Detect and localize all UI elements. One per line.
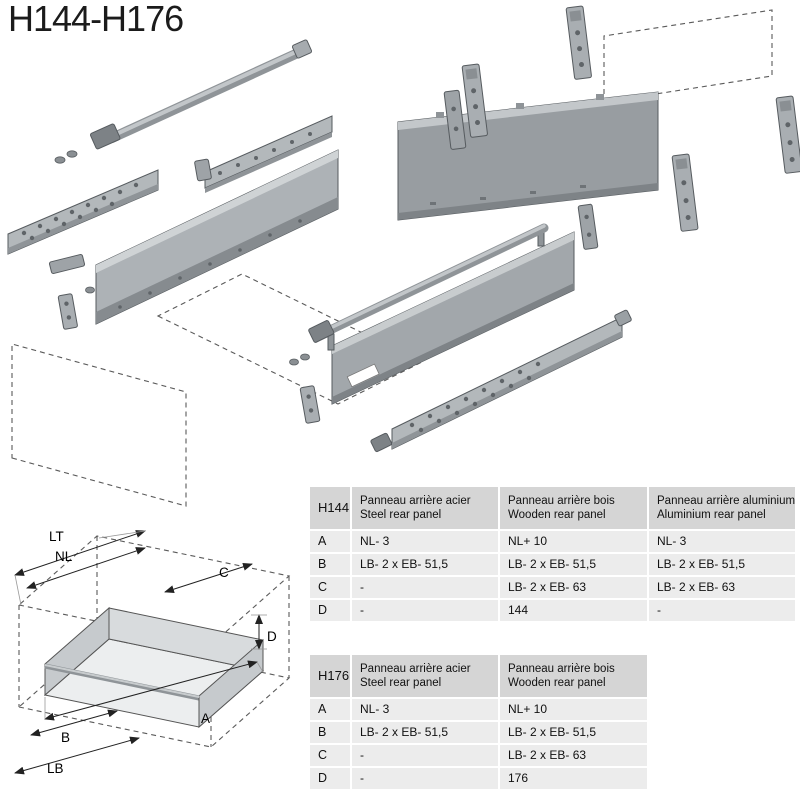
h176-cell-a-wood: NL+ 10 <box>500 699 647 720</box>
h144-col-aluminium-fr: Panneau arrière aluminium <box>657 494 795 507</box>
h144-row-d-label: D <box>310 600 350 621</box>
h144-cell-b-wood: LB- 2 x EB- 51,5 <box>500 554 647 575</box>
gallery-rail-centre <box>308 223 549 351</box>
drawer-box <box>43 606 265 729</box>
rear-panel-bracket <box>443 89 467 150</box>
rear-panel-bracket <box>775 95 800 174</box>
page-title: H144-H176 <box>8 0 184 39</box>
dim-label-c: C <box>219 565 229 580</box>
h144-cell-c-aluminium: LB- 2 x EB- 63 <box>649 577 795 598</box>
steel-rear-panel <box>397 91 659 221</box>
table-h176: H176 Panneau arrière acier Steel rear pa… <box>310 655 647 789</box>
h144-cell-d-wood: 144 <box>500 600 647 621</box>
h144-cell-c-steel: - <box>352 577 498 598</box>
h176-col-steel-en: Steel rear panel <box>360 677 442 689</box>
h144-cell-b-steel: LB- 2 x EB- 51,5 <box>352 554 498 575</box>
drawer-side-panel-left <box>95 149 339 325</box>
h144-row-c-label: C <box>310 577 350 598</box>
dim-label-d: D <box>267 629 277 644</box>
h144-cell-a-wood: NL+ 10 <box>500 531 647 552</box>
h176-col-wood: Panneau arrière bois Wooden rear panel <box>500 655 647 697</box>
rear-panel-bracket <box>461 63 488 138</box>
h176-cell-d-wood: 176 <box>500 768 647 789</box>
cabinet-rail-left <box>7 169 159 275</box>
rear-panel-bracket <box>671 153 699 232</box>
h176-cell-b-wood: LB- 2 x EB- 51,5 <box>500 722 647 743</box>
h144-cell-c-wood: LB- 2 x EB- 63 <box>500 577 647 598</box>
table-h144-title: H144 <box>310 487 350 529</box>
h176-col-steel: Panneau arrière acier Steel rear panel <box>352 655 498 697</box>
h176-col-wood-en: Wooden rear panel <box>508 677 606 689</box>
dimension-lines <box>14 530 267 775</box>
h144-col-wood-fr: Panneau arrière bois <box>508 494 615 507</box>
h176-cell-b-steel: LB- 2 x EB- 51,5 <box>352 722 498 743</box>
cabinet-rail-top <box>194 115 333 193</box>
rear-panel-bracket <box>577 203 599 250</box>
dim-label-a: A <box>201 711 210 726</box>
h144-row-b-label: B <box>310 554 350 575</box>
h144-cell-a-aluminium: NL- 3 <box>649 531 795 552</box>
h144-col-aluminium: Panneau arrière aluminium Aluminium rear… <box>649 487 795 529</box>
exploded-view-diagram <box>7 5 800 507</box>
h176-row-b-label: B <box>310 722 350 743</box>
wood-bottom-panel-outline <box>156 273 424 405</box>
screws-icon <box>289 353 310 366</box>
h176-cell-c-wood: LB- 2 x EB- 63 <box>500 745 647 766</box>
h176-cell-a-steel: NL- 3 <box>352 699 498 720</box>
h144-row-a-label: A <box>310 531 350 552</box>
h144-col-steel: Panneau arrière acier Steel rear panel <box>352 487 498 529</box>
h144-col-wood-en: Wooden rear panel <box>508 509 606 521</box>
front-bracket-right <box>299 385 321 424</box>
h144-cell-a-steel: NL- 3 <box>352 531 498 552</box>
wood-front-panel-outline <box>11 343 187 507</box>
screws-icon <box>54 150 78 164</box>
h144-col-aluminium-en: Aluminium rear panel <box>657 509 766 521</box>
h176-col-steel-fr: Panneau arrière acier <box>360 662 471 675</box>
dim-label-lt: LT <box>49 529 64 544</box>
gallery-rail-top <box>90 39 313 150</box>
table-h176-title: H176 <box>310 655 350 697</box>
dimension-diagram: LT NL C D A B LB <box>14 529 291 776</box>
h144-col-wood: Panneau arrière bois Wooden rear panel <box>500 487 647 529</box>
rear-panel-bracket <box>565 5 592 80</box>
h176-cell-d-steel: - <box>352 768 498 789</box>
h176-row-d-label: D <box>310 768 350 789</box>
table-h144: H144 Panneau arrière acier Steel rear pa… <box>310 487 795 621</box>
drawer-side-panel-right <box>331 231 575 405</box>
dim-label-lb: LB <box>47 761 64 776</box>
h176-col-wood-fr: Panneau arrière bois <box>508 662 615 675</box>
h176-cell-c-steel: - <box>352 745 498 766</box>
h144-col-steel-en: Steel rear panel <box>360 509 442 521</box>
h144-col-steel-fr: Panneau arrière acier <box>360 494 471 507</box>
h176-row-c-label: C <box>310 745 350 766</box>
front-bracket-left <box>57 293 78 330</box>
brand-plate <box>346 363 380 388</box>
cabinet-rail-right <box>370 309 632 453</box>
h144-cell-d-steel: - <box>352 600 498 621</box>
h176-row-a-label: A <box>310 699 350 720</box>
h144-cell-b-aluminium: LB- 2 x EB- 51,5 <box>649 554 795 575</box>
wood-rear-panel-outline <box>603 9 773 103</box>
h144-cell-d-aluminium: - <box>649 600 795 621</box>
dim-label-nl: NL <box>55 549 73 564</box>
dim-label-b: B <box>61 730 70 745</box>
